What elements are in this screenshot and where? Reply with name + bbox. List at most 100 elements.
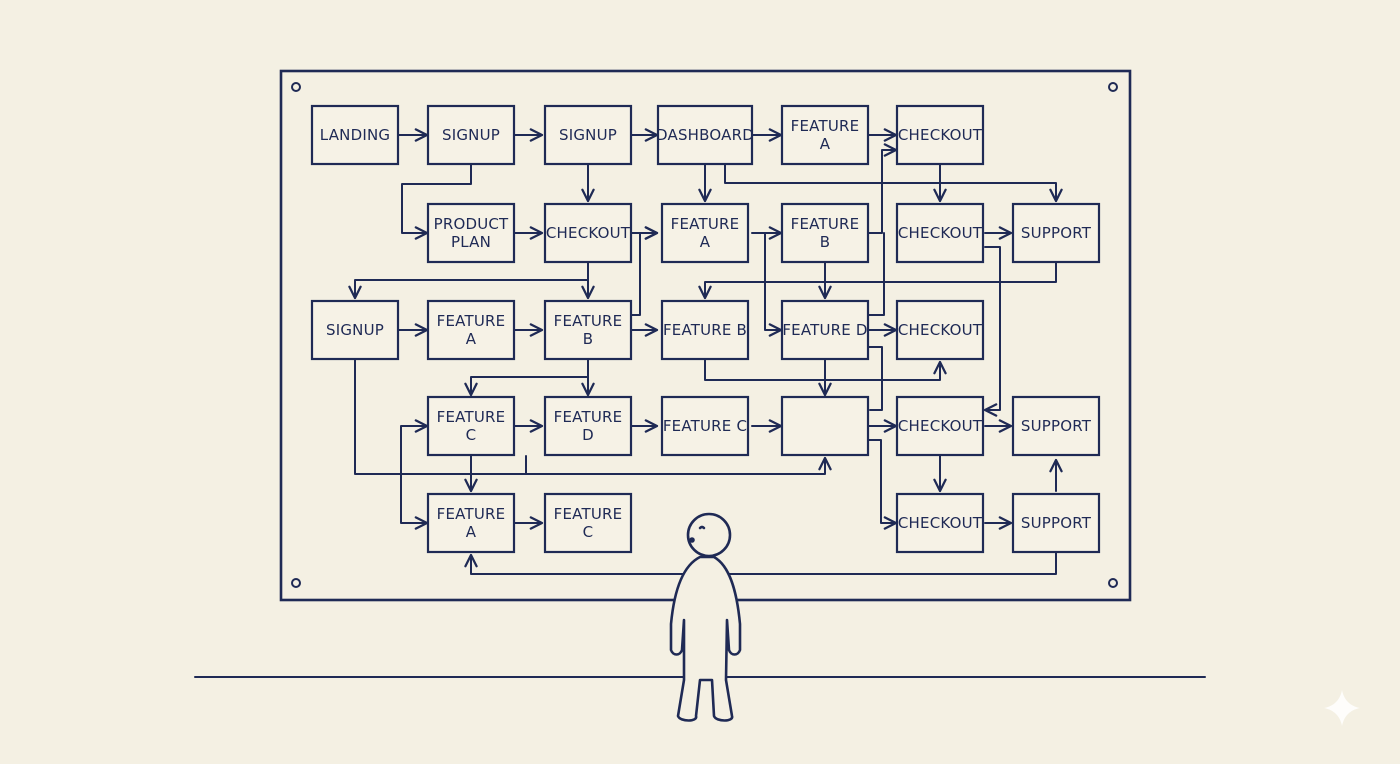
flow-node-box <box>543 492 633 554</box>
flow-node-label: SUPPORT <box>1021 514 1092 532</box>
flow-node-box <box>660 202 750 264</box>
edge-feature-d-side-down <box>867 346 883 411</box>
flow-node: SIGNUP <box>543 104 633 166</box>
flow-node-label: A <box>820 135 831 153</box>
flow-node-label: FEATURE C <box>663 417 747 435</box>
edge-signup-down-to-blank <box>354 359 832 475</box>
flow-node-box <box>1011 202 1101 264</box>
flow-node-box <box>1011 395 1101 457</box>
flow-node-box <box>780 395 870 457</box>
edge-signup-product-plan <box>401 164 472 240</box>
flow-node-box <box>895 104 985 166</box>
flow-node-box <box>426 202 516 264</box>
flow-node-label: B <box>583 330 594 348</box>
flow-node-label: B <box>820 233 831 251</box>
flow-node-label: FEATURE <box>671 215 740 233</box>
flow-node-label: CHECKOUT <box>546 224 631 242</box>
flow-node-label: FEATURE <box>791 117 860 135</box>
flow-node-label: A <box>466 523 477 541</box>
edge-blank-checkout-5 <box>867 439 898 530</box>
flow-node-label: A <box>700 233 711 251</box>
flow-node-box <box>543 299 633 361</box>
flow-node-label: SUPPORT <box>1021 224 1092 242</box>
edge-support-feature-a-bottom <box>464 552 1057 575</box>
flow-node-box <box>895 299 985 361</box>
flow-node: CHECKOUT <box>895 395 985 457</box>
flow-node-label: FEATURE <box>554 505 623 523</box>
flow-node-box <box>543 202 633 264</box>
flow-node: CHECKOUT <box>543 202 633 264</box>
edge-feature-b-feature-c <box>464 359 589 397</box>
edge-feature-b-checkout-up <box>867 143 898 234</box>
flow-node-label: FEATURE <box>554 312 623 330</box>
flow-node: CHECKOUT <box>895 299 985 361</box>
flow-node-label: SIGNUP <box>559 126 617 144</box>
flow-node: FEATURE C <box>660 395 750 457</box>
flow-node: FEATURE B <box>660 299 750 361</box>
edge-support-checkout-right <box>983 246 1001 417</box>
flow-node-box <box>310 299 400 361</box>
flow-node-label: FEATURE B <box>663 321 747 339</box>
flow-node-label: FEATURE <box>437 408 506 426</box>
edge-feature-b-feature-a-up <box>629 226 659 316</box>
flow-node-box <box>426 104 516 166</box>
flow-node-box <box>310 104 400 166</box>
flow-node-box <box>660 395 750 457</box>
flow-node-box <box>543 395 633 457</box>
flow-node-box <box>660 299 750 361</box>
sparkle-icon <box>1324 690 1360 726</box>
flow-node-label: SUPPORT <box>1021 417 1092 435</box>
board-screw-top-right <box>1108 82 1118 92</box>
flow-node-label: FEATURE <box>791 215 860 233</box>
flow-node: CHECKOUT <box>895 492 985 554</box>
flow-node-box <box>780 104 870 166</box>
flow-node-label: A <box>466 330 477 348</box>
flow-node-label: FEATURE <box>437 312 506 330</box>
edge-checkout-signup <box>348 262 589 300</box>
flow-node-box <box>543 104 633 166</box>
flow-node: SUPPORT <box>1011 395 1101 457</box>
flow-node: CHECKOUT <box>895 202 985 264</box>
flow-node-label: FEATURE <box>437 505 506 523</box>
flow-node-label: DASHBOARD <box>656 126 754 144</box>
edge-dashboard-support <box>724 164 1063 203</box>
flow-node-label: C <box>466 426 477 444</box>
connectors <box>348 128 1063 575</box>
flow-node: SUPPORT <box>1011 492 1101 554</box>
flow-node-box <box>426 492 516 554</box>
board-screw-bottom-right <box>1108 578 1118 588</box>
flow-node-label: PRODUCT <box>434 215 509 233</box>
edge-feature-c-left-loop <box>400 419 429 475</box>
flow-node-label: CHECKOUT <box>898 321 983 339</box>
flow-node-box <box>895 492 985 554</box>
flow-node: FEATURE D <box>780 299 870 361</box>
flow-node-label: PLAN <box>451 233 491 251</box>
edge-feature-b-feature-d-side <box>764 232 783 337</box>
person-figure <box>669 512 742 722</box>
flow-node: SUPPORT <box>1011 202 1101 264</box>
edge-support-loop-left <box>698 262 1057 300</box>
flow-node-label: C <box>583 523 594 541</box>
flow-node <box>780 395 870 457</box>
edge-feature-d-up <box>867 232 885 316</box>
flow-node-label: CHECKOUT <box>898 126 983 144</box>
flow-node-box <box>895 202 985 264</box>
flow-node-box <box>780 299 870 361</box>
flow-node: SIGNUP <box>310 299 400 361</box>
flow-node-box <box>895 395 985 457</box>
flow-node-box <box>656 104 754 166</box>
flow-node: CHECKOUT <box>895 104 985 166</box>
flow-node-label: FEATURE D <box>782 321 867 339</box>
